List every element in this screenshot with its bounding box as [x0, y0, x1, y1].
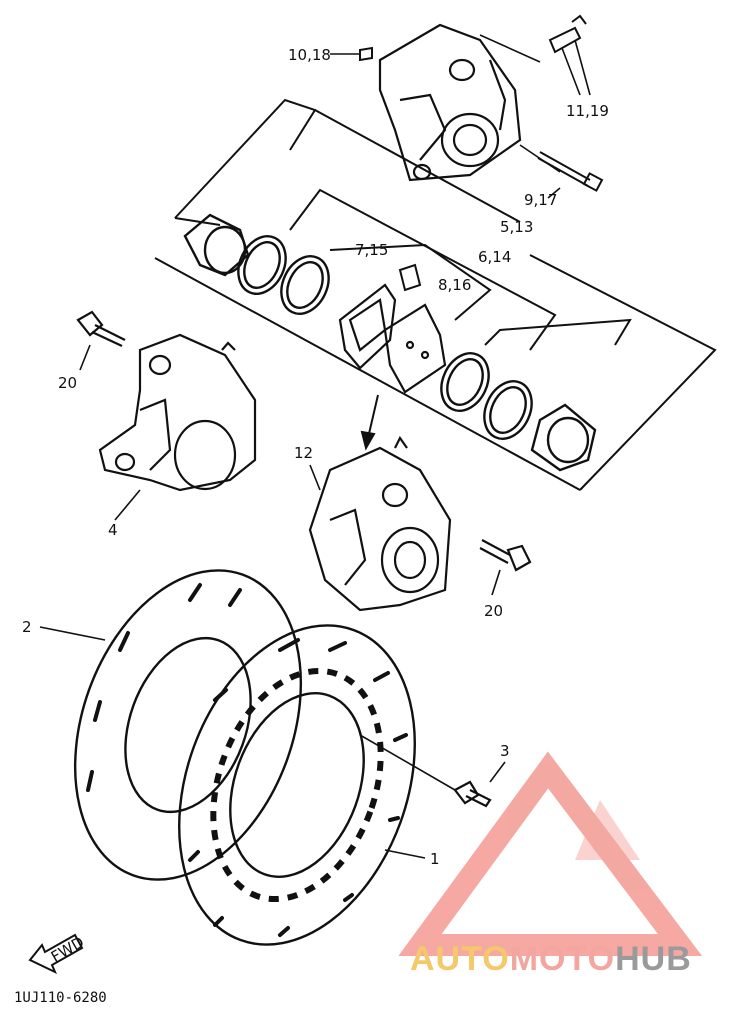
bolt-20-left [76, 310, 126, 347]
callout-8-16: 8,16 [438, 276, 471, 294]
assembly-arrow [360, 394, 379, 451]
bolt-20-right [479, 539, 532, 572]
fwd-label: FWD [48, 933, 87, 966]
right-caliper [308, 435, 452, 612]
callout-7-15: 7,15 [355, 241, 388, 259]
watermark-logo [398, 751, 703, 956]
disc-slots [86, 583, 408, 937]
callout-2: 2 [22, 618, 32, 636]
callout-1: 1 [430, 850, 440, 868]
seal-6-right [440, 352, 490, 412]
seal-5-right [483, 380, 533, 440]
fwd-arrow-icon [28, 933, 84, 975]
leader-lines [330, 34, 591, 199]
callout-9-17: 9,17 [524, 191, 557, 209]
parts-bracket [154, 98, 717, 491]
left-caliper [98, 333, 257, 492]
disc-leader-lines [39, 344, 506, 859]
callout-4: 4 [108, 521, 118, 539]
bolt-3 [453, 780, 492, 808]
watermark-part-auto: AUTO [410, 940, 510, 978]
bleed-screw-top [548, 14, 587, 54]
callout-6-14: 6,14 [478, 248, 511, 266]
callout-12: 12 [294, 444, 313, 462]
brake-pad-8 [383, 303, 447, 394]
callout-10-18: 10,18 [288, 46, 331, 64]
callout-20-right: 20 [484, 602, 503, 620]
callout-5-13: 5,13 [500, 218, 533, 236]
brake-disc-1 [178, 624, 416, 946]
watermark-part-hub: HUB [615, 940, 692, 978]
brake-disc-2 [73, 569, 303, 881]
pad-spring-8-16 [398, 263, 422, 292]
watermark-part-moto: MOTO [509, 940, 616, 978]
top-caliper [378, 23, 522, 182]
pin-9-17 [537, 151, 604, 192]
clip-10-18 [359, 46, 373, 62]
piston-right [530, 403, 597, 472]
brake-pad-7 [338, 283, 397, 370]
watermark-brand: AUTOMOTOHUB [410, 940, 692, 979]
diagram-code: 1UJ110-6280 [14, 990, 107, 1006]
callout-11-19: 11,19 [566, 102, 609, 120]
seal-5-left [237, 235, 287, 295]
seal-6-left [280, 255, 330, 315]
callout-3: 3 [500, 742, 510, 760]
callout-20-left: 20 [58, 374, 77, 392]
